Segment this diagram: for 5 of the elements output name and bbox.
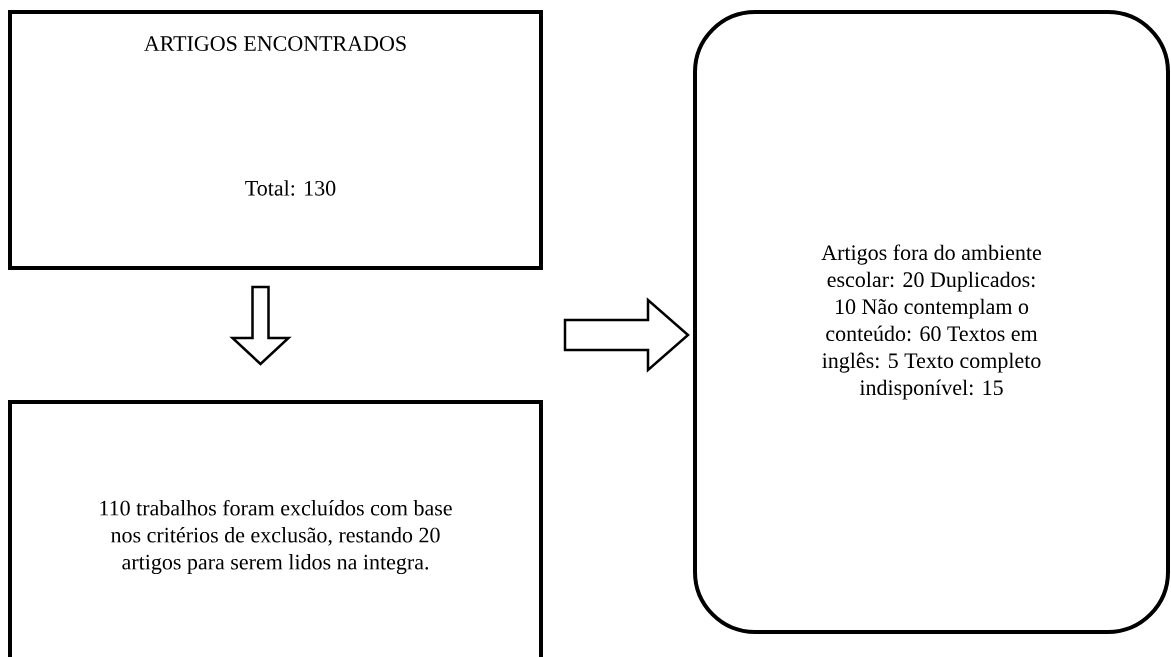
rounded-box: Artigos fora do ambiente escolar: 20 Duplicados: 10 Não contemplam o conteúdo: 60 Textos em inglês: 5 Texto completo indisponível: 15 (693, 10, 1170, 634)
process-box: 110 trabalhos foram excluídos com base nos critérios de exclusão, restando 20 artigos para serem lidos na integra. (8, 400, 543, 657)
process-box: ARTIGOS ENCONTRADOS Total: 130 (8, 10, 543, 270)
block-arrow (229, 285, 292, 366)
block-arrow (563, 297, 690, 373)
